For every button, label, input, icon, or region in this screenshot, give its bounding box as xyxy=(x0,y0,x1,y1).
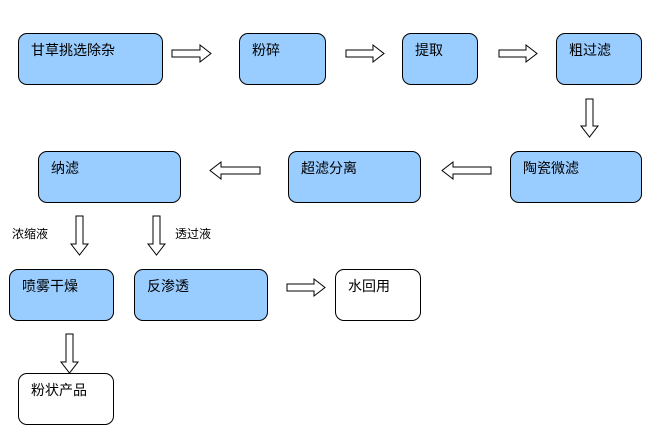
arrow-sorting-to-crushing xyxy=(171,43,212,64)
label-concentrate: 浓缩液 xyxy=(12,227,49,241)
label-permeate: 透过液 xyxy=(175,227,212,241)
node-reverse-osmosis: 反渗透 xyxy=(134,269,268,321)
arrow-coarse-to-ceramic xyxy=(579,98,600,138)
node-extraction: 提取 xyxy=(402,33,478,85)
node-nanofiltration: 纳滤 xyxy=(38,151,181,203)
node-sugarcane-sorting: 甘草挑选除杂 xyxy=(18,33,163,85)
arrow-ceramic-to-ultra xyxy=(441,160,492,181)
node-ceramic-microfiltration: 陶瓷微滤 xyxy=(510,151,642,203)
arrow-spray-to-product xyxy=(59,333,80,374)
arrow-ultra-to-nano xyxy=(209,160,261,181)
arrow-ro-to-water xyxy=(286,277,326,298)
arrow-nano-to-spray xyxy=(69,215,90,256)
arrow-extraction-to-coarse xyxy=(498,43,538,64)
node-ultrafiltration-separation: 超滤分离 xyxy=(288,151,421,203)
arrow-crushing-to-extraction xyxy=(345,43,385,64)
node-coarse-filtration: 粗过滤 xyxy=(556,33,642,85)
node-crushing: 粉碎 xyxy=(239,33,326,85)
node-powder-product: 粉状产品 xyxy=(18,373,114,425)
node-water-reuse: 水回用 xyxy=(335,269,421,321)
node-spray-drying: 喷雾干燥 xyxy=(9,269,114,321)
arrow-nano-to-ro xyxy=(146,215,167,256)
